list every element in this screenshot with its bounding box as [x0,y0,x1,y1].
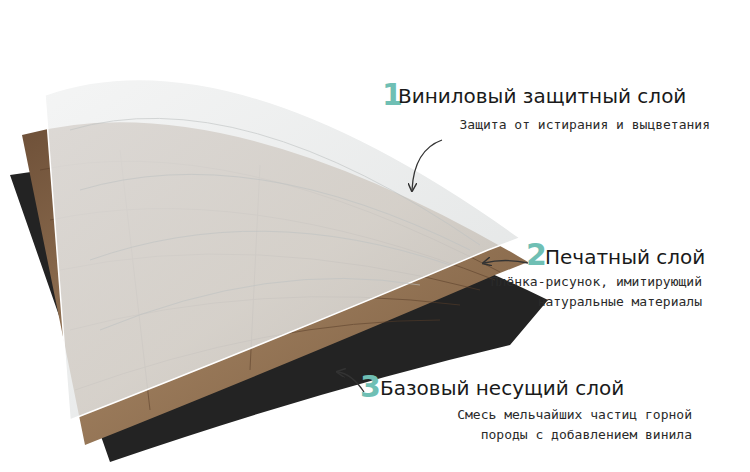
layer-description: Смесь мельчайших частиц горной породы с … [440,405,692,445]
pale-grain [70,118,480,330]
callout-number: 2 [526,240,547,270]
layer-description: Плёнка-рисунок, имитирующий натуральные … [460,272,702,312]
leader-arrow [484,261,528,264]
layer-title: Базовый несущий слой [380,376,624,400]
layer-title: Виниловый защитный слой [398,84,686,108]
layer-description: Защита от истирания и выцветания [420,115,710,135]
leader-arrow [412,140,442,190]
layer-title: Печатный слой [545,245,705,269]
protective-layer [45,80,520,420]
callout-number: 3 [360,372,381,402]
